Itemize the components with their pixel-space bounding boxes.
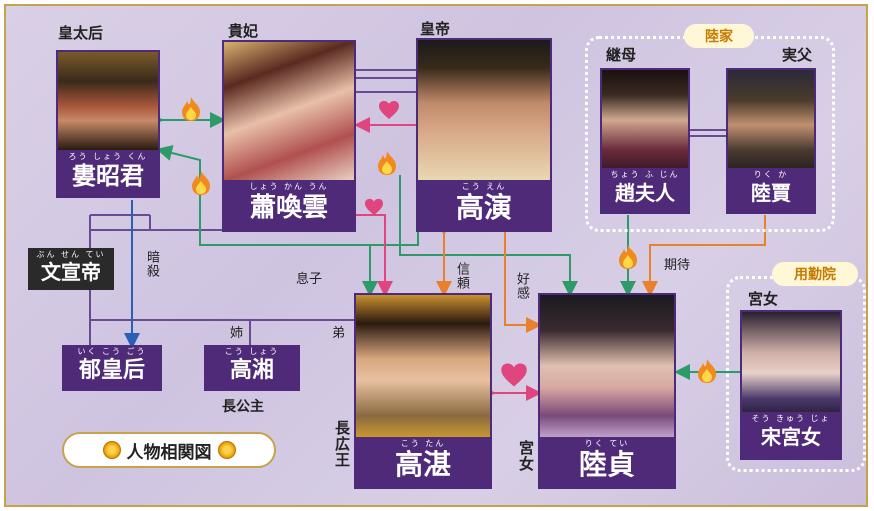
name-princess: 高湘 [229,357,274,383]
fire-icon [192,171,210,195]
photo-empress-dowager [58,52,158,150]
card-emperor[interactable]: こう えん 高演 [416,38,552,232]
photo-palace-maid [742,312,840,414]
heart-icon [379,101,399,119]
riku-family-tag: 陸家 [684,24,754,48]
name-heroine: 陸貞 [578,448,635,481]
name-prince: 高湛 [394,448,451,481]
photo-heroine [540,295,674,437]
namebar-noble-consort: しょう かん うん 蕭喚雲 [224,180,354,230]
card-yu-empress[interactable]: いく こう ごう 郁皇后 [62,345,162,391]
role-empress-dowager: 皇太后 [58,24,104,42]
card-wenxuan[interactable]: ぶん せん てい 文宣帝 [28,248,114,290]
card-heroine[interactable]: りく てい 陸貞 [538,293,676,489]
role-palace-maid: 宮女 [748,290,779,308]
chrysanthemum-crest-icon [217,441,236,459]
chart-title-pill: 人物相関図 [62,432,276,468]
label-favor: 好感 [514,272,529,300]
label-younger-brother: 弟 [332,326,346,341]
label-elder-sister: 姉 [230,326,244,341]
card-princess[interactable]: こう しょう 高湘 [204,345,300,391]
photo-father [728,70,814,170]
role-prince: 長広王 [333,420,351,468]
namebar-empress-dowager: ろう しょう くん 婁昭君 [58,150,158,196]
fire-icon [378,151,396,175]
label-trust: 信頼 [454,262,469,290]
card-empress-dowager[interactable]: ろう しょう くん 婁昭君 [56,50,160,198]
photo-emperor [418,40,550,180]
name-wenxuan: 文宣帝 [41,260,101,284]
card-father[interactable]: りく か 陸賈 [726,68,816,214]
photo-stepmother [602,70,688,170]
label-son: 息子 [296,272,323,287]
namebar-prince: こう たん 高湛 [356,437,490,487]
card-stepmother[interactable]: ちょう ふ じん 趙夫人 [600,68,690,214]
role-emperor: 皇帝 [420,20,451,38]
card-noble-consort[interactable]: しょう かん うん 蕭喚雲 [222,40,356,232]
role-heroine: 宮女 [517,440,535,472]
role-noble-consort: 貴妃 [228,22,259,40]
chrysanthemum-crest-icon [102,441,121,459]
card-palace-maid[interactable]: そう きゅう じょ 宋宮女 [740,310,842,460]
name-father: 陸賈 [751,181,791,205]
fire-icon [698,359,716,383]
card-prince[interactable]: こう たん 高湛 [354,293,492,489]
princess-title: 長公主 [222,399,264,415]
namebar-emperor: こう えん 高演 [418,180,550,230]
name-yu-empress: 郁皇后 [78,357,145,383]
namebar-palace-maid: そう きゅう じょ 宋宮女 [742,412,840,458]
namebar-father: りく か 陸賈 [728,168,814,212]
namebar-heroine: りく てい 陸貞 [540,437,674,487]
name-empress-dowager: 婁昭君 [72,161,144,190]
name-noble-consort: 蕭喚雲 [249,193,328,223]
heart-icon [365,198,383,216]
fire-icon [619,245,637,269]
chart-title: 人物相関図 [126,442,212,463]
name-stepmother: 趙夫人 [615,181,675,205]
role-father: 実父 [782,46,813,64]
photo-prince [356,295,490,437]
name-emperor: 高演 [455,191,512,224]
name-palace-maid: 宋宮女 [761,425,821,449]
role-stepmother: 継母 [606,46,637,64]
label-expectation: 期待 [664,258,691,273]
namebar-stepmother: ちょう ふ じん 趙夫人 [602,168,688,212]
fire-icon [182,97,200,121]
photo-noble-consort [224,42,354,180]
yokinin-tag: 用勤院 [772,262,858,286]
label-assassinate: 暗殺 [144,250,159,278]
heart-icon [501,363,527,387]
